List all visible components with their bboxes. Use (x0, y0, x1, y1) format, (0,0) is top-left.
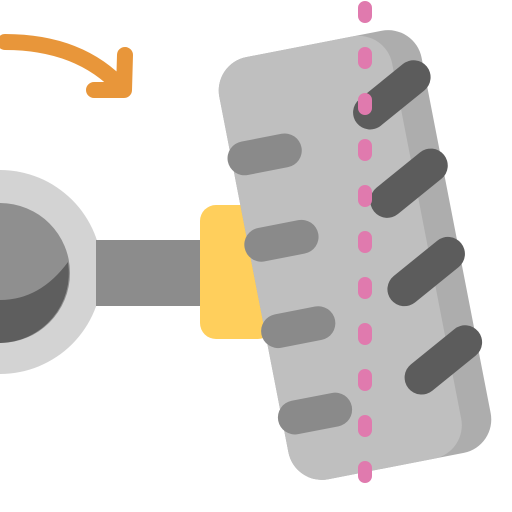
tread-bar (277, 392, 353, 435)
ball-joint-icon (0, 170, 102, 374)
tread-bar (370, 148, 448, 218)
tread-bar (227, 133, 302, 176)
tread-bar (353, 60, 431, 130)
tread-right (353, 60, 483, 395)
joint-shadow (0, 262, 69, 343)
tread-left (227, 133, 353, 435)
tread-bar (404, 325, 483, 395)
axle-icon (96, 240, 208, 306)
tire-icon (218, 30, 492, 480)
rotate-arrow-icon (0, 34, 133, 98)
tread-bar (244, 219, 319, 262)
tread-bar (261, 306, 336, 349)
arrow-shaft (0, 34, 130, 96)
arrow-head (86, 47, 133, 98)
tread-bar (387, 236, 465, 307)
